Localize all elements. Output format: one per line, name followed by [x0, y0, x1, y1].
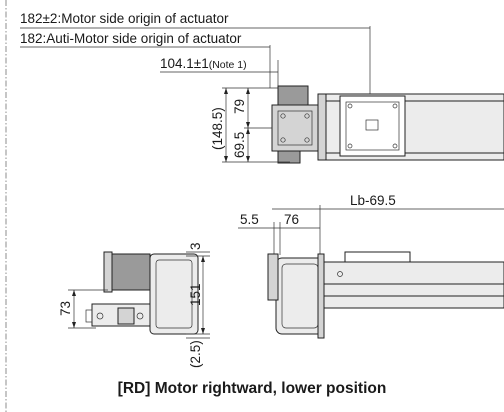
- top-view: [20, 26, 504, 164]
- motor-end-upper: [107, 253, 151, 291]
- motor-upper: [277, 85, 309, 106]
- label-dim-76: 76: [284, 212, 299, 227]
- side-view: [238, 205, 504, 339]
- slider-side: [344, 251, 411, 263]
- label-dim-151: 151: [188, 283, 203, 306]
- actuator-rail-side: [321, 261, 504, 309]
- label-dim-3: 3: [188, 242, 203, 250]
- slider-inner: [345, 101, 400, 151]
- label-dim-148: (148.5): [210, 107, 225, 150]
- label-dim-5-5: 5.5: [240, 212, 259, 227]
- actuator-cross-section: [149, 253, 199, 335]
- motor-flange-side: [267, 253, 279, 301]
- label-note: (Note 1): [209, 59, 247, 71]
- motor-bracket: [271, 104, 319, 152]
- label-dim-79: 79: [232, 99, 247, 114]
- figure-caption: [RD] Motor rightward, lower position: [117, 380, 387, 397]
- motor-lower: [277, 150, 301, 164]
- label-anti-motor-side-origin: 182:Auti-Motor side origin of actuator: [20, 31, 242, 46]
- label-dim-104: 104.1±1(Note 1): [160, 56, 247, 71]
- end-view: [68, 251, 210, 339]
- motor-housing-side: [275, 257, 325, 335]
- label-motor-side-origin: 182±2:Motor side origin of actuator: [20, 11, 229, 26]
- end-plate: [317, 93, 327, 161]
- slider-table: [339, 95, 406, 157]
- label-dim-73: 73: [58, 301, 73, 316]
- label-dim-2-5: (2.5): [188, 340, 203, 368]
- label-dim-69: 69.5: [232, 132, 247, 158]
- slider-center-mark: [365, 119, 379, 131]
- label-dim-lb: Lb-69.5: [350, 193, 396, 208]
